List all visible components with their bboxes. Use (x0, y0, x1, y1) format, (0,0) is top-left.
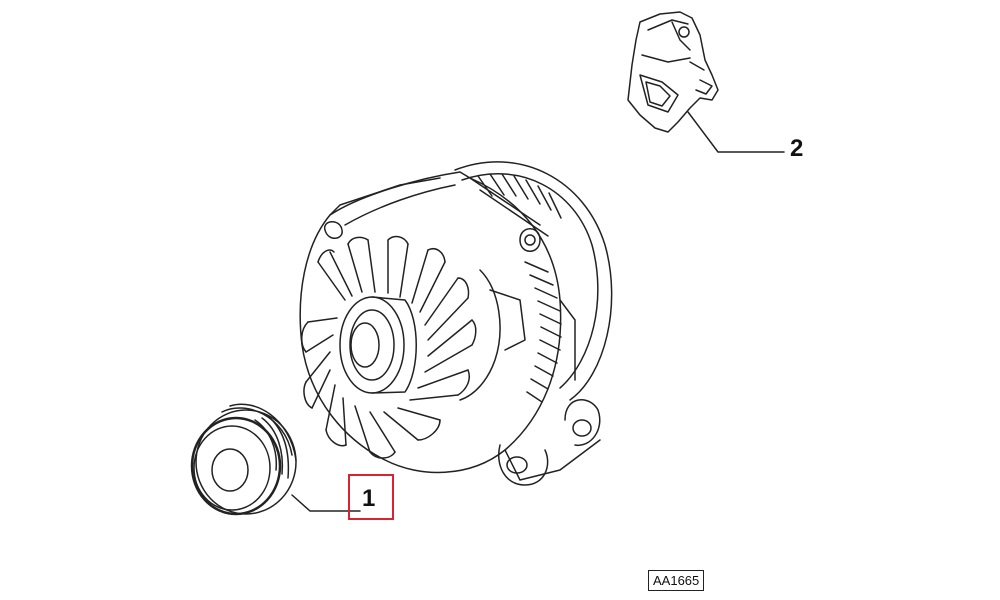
callout-number-2[interactable]: 2 (790, 135, 804, 162)
highlight-box-part-1 (348, 474, 394, 520)
diagram-reference-code: AA1665 (648, 570, 705, 591)
leader-line-1 (291, 494, 361, 512)
callout-number-1[interactable]: 1 (362, 485, 376, 512)
alternator-illustration (299, 161, 613, 486)
leader-line-2 (687, 111, 785, 153)
regulator-illustration (627, 11, 719, 133)
pulley-illustration (190, 403, 297, 516)
